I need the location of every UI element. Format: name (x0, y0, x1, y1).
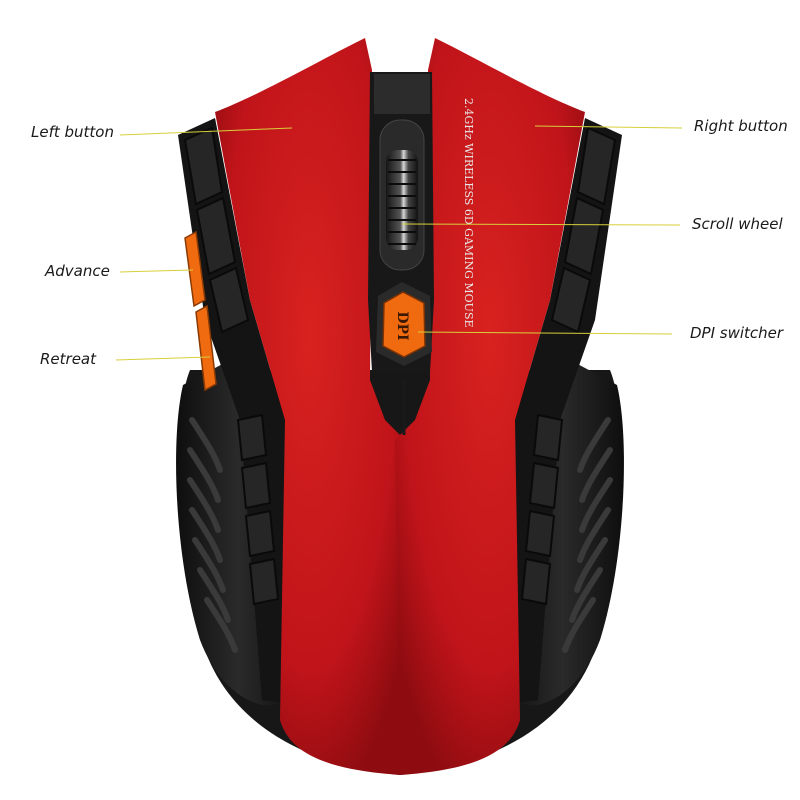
left-panel-segments (183, 126, 280, 606)
scroll-wheel[interactable] (386, 150, 418, 250)
retreat-side-button[interactable] (195, 304, 217, 392)
right-panel-segments (520, 126, 617, 606)
leader-scroll-wheel (401, 223, 681, 226)
label-advance: Advance (45, 262, 110, 280)
right-button-shell[interactable] (395, 38, 585, 775)
dpi-button-label: DPI (394, 311, 410, 340)
right-grip-ridges (562, 417, 613, 653)
leader-left-button (119, 127, 293, 136)
model-imprint: 2.4GHz WIRELESS 6D GAMING MOUSE (462, 98, 475, 328)
label-right-button: Right button (694, 117, 788, 135)
leader-right-button (534, 125, 683, 129)
label-left-button: Left button (31, 123, 114, 141)
leader-retreat (115, 356, 211, 361)
left-grip-ridges (187, 417, 238, 653)
center-channel-top (374, 74, 430, 114)
label-scroll-wheel: Scroll wheel (692, 215, 783, 233)
dpi-switcher-button[interactable] (382, 291, 426, 358)
leader-lines (115, 125, 683, 361)
left-button-shell[interactable] (215, 38, 405, 775)
leader-dpi-switcher (417, 331, 673, 335)
label-retreat: Retreat (40, 350, 97, 368)
leader-advance (119, 269, 194, 273)
label-dpi-switcher: DPI switcher (690, 324, 784, 342)
scroll-wheel-treads (388, 159, 416, 245)
advance-side-button[interactable] (184, 230, 206, 308)
